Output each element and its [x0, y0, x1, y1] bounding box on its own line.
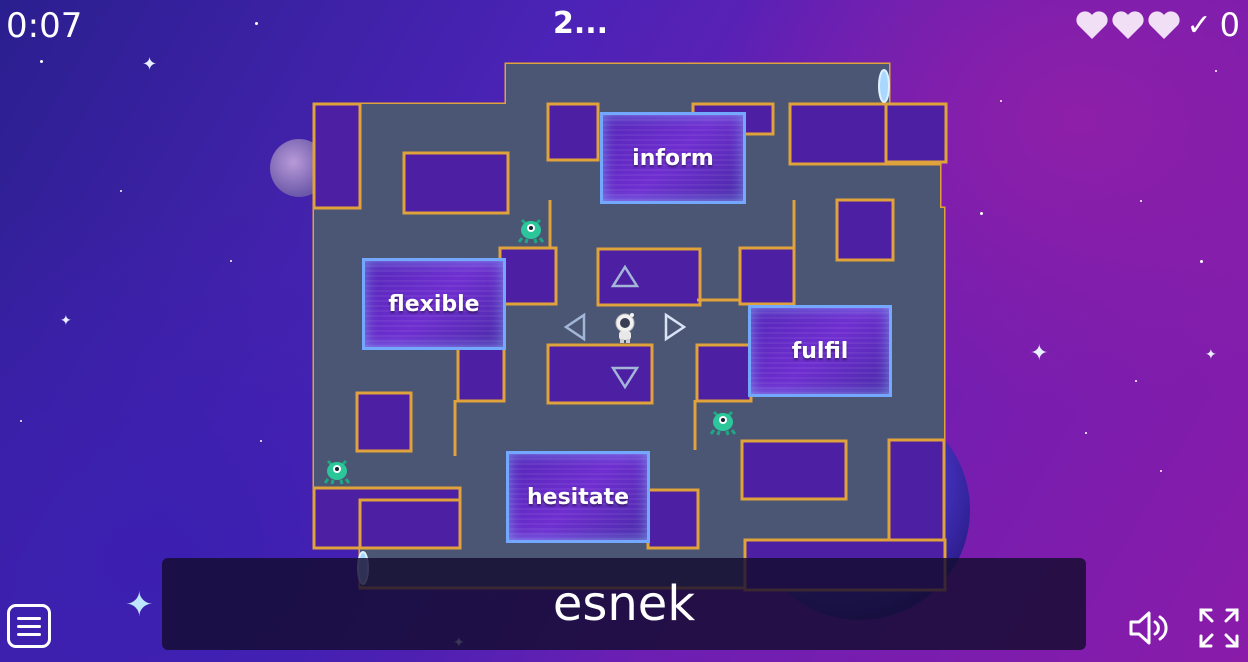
star	[1135, 380, 1137, 382]
heart-icon	[1111, 11, 1144, 39]
timer: 0:07	[6, 6, 83, 46]
heart-icon	[1075, 11, 1108, 39]
star	[230, 260, 232, 262]
heart-icon	[1147, 11, 1180, 39]
star	[1200, 260, 1203, 263]
sparkle: ✦	[60, 313, 72, 329]
star	[1140, 200, 1142, 202]
answer-box-inform[interactable]: inform	[600, 112, 746, 204]
star	[255, 22, 258, 25]
menu-icon	[17, 616, 41, 620]
menu-button[interactable]	[7, 604, 51, 648]
arrow-up-icon[interactable]	[610, 264, 640, 290]
arrow-right-icon[interactable]	[662, 312, 688, 342]
answer-label: flexible	[388, 291, 480, 317]
sparkle: ✦	[125, 585, 154, 625]
arrow-down-icon[interactable]	[610, 364, 640, 390]
status-bar: ✓ 0	[1075, 6, 1240, 44]
answer-label: fulfil	[791, 338, 849, 364]
arrow-left-icon[interactable]	[562, 312, 588, 342]
astronaut-icon	[615, 313, 635, 343]
answer-box-flexible[interactable]: flexible	[362, 258, 506, 350]
alien-icon	[709, 410, 737, 436]
fullscreen-icon[interactable]	[1197, 606, 1241, 650]
star	[1215, 70, 1217, 72]
star	[260, 440, 262, 442]
sparkle: ✦	[1205, 347, 1217, 363]
star	[40, 60, 43, 63]
alien-icon	[323, 459, 351, 485]
check-icon: ✓	[1186, 7, 1212, 43]
sparkle: ✦	[1030, 341, 1049, 366]
menu-icon	[17, 632, 41, 636]
speaker-icon[interactable]	[1127, 608, 1171, 648]
star	[120, 190, 122, 192]
question-counter: 2...	[553, 6, 609, 41]
answer-box-hesitate[interactable]: hesitate	[506, 451, 650, 543]
prompt-bar: esnek	[162, 558, 1086, 650]
star	[1085, 432, 1087, 434]
score-value: 0	[1219, 6, 1240, 44]
star	[980, 212, 983, 215]
star	[20, 420, 22, 422]
alien-icon	[517, 218, 545, 244]
answer-label: inform	[632, 145, 714, 171]
prompt-word: esnek	[552, 576, 696, 632]
sparkle: ✦	[142, 54, 158, 75]
star	[1160, 470, 1162, 472]
answer-box-fulfil[interactable]: fulfil	[748, 305, 892, 397]
answer-label: hesitate	[526, 484, 630, 510]
menu-icon	[17, 624, 41, 628]
star	[1000, 100, 1002, 102]
